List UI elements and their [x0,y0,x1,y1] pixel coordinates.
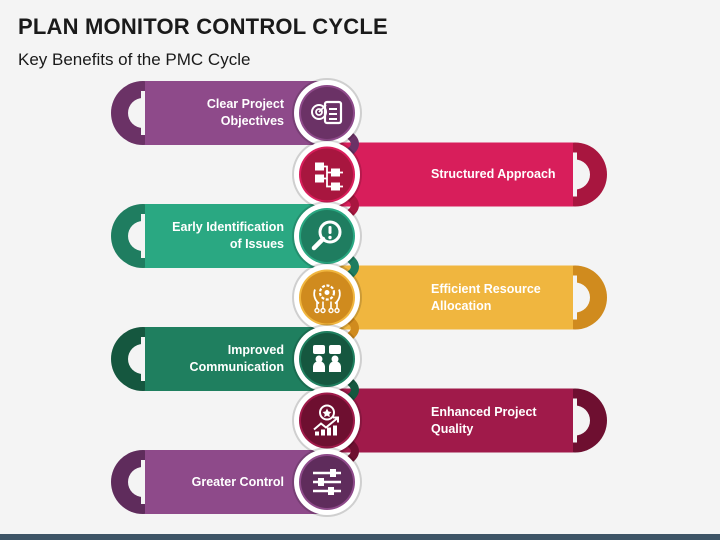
step-connector [346,439,359,464]
step-label-line: Early Identification [172,220,284,234]
step-label-line: Communication [189,360,284,374]
step-label-line: Clear Project [206,97,284,111]
step-connector [346,254,359,279]
step-icon-circle [292,447,362,517]
step-icon-circle [292,201,362,271]
quality-chart-icon [313,404,339,436]
step-band [111,204,329,268]
step-label-line: Objectives [220,114,284,128]
step-band [327,265,607,330]
step-label-line: Greater Control [191,474,284,489]
resource-gear-icon [313,284,341,314]
step-icon-circle [292,139,362,210]
step-icon-circle [292,262,362,333]
step-label-text: Early Identification of Issues [172,219,284,253]
step-label-line: Quality [431,421,474,436]
step-band [111,327,329,391]
target-checklist-icon [311,100,343,125]
footer-bar [0,534,720,540]
step-label: Early Identification of Issues [150,204,284,268]
sliders-icon [313,469,341,495]
structure-flow-icon [315,162,343,191]
step-label-line: of Issues [229,237,284,251]
step-label-text: Structured Approach [431,166,556,183]
step-label-line: Improved [227,343,284,357]
step-label: Greater Control [150,450,284,514]
slide-title: PLAN MONITOR CONTROL CYCLE [18,14,388,39]
step-label-line: Allocation [431,298,492,313]
magnifier-alert-icon [311,220,342,251]
step-connector [346,377,359,402]
people-chat-icon [313,345,341,372]
step-icon-circle [292,385,362,456]
step-connector [346,193,359,218]
step-icon-circle [292,78,362,148]
step-band [327,388,607,453]
step-label-line: Efficient Resource [431,281,541,296]
step-label-line: Structured Approach [431,167,556,181]
step-icon-circle [292,324,362,394]
step-connector [346,131,359,156]
step-connector [346,316,359,341]
slide-subtitle: Key Benefits of the PMC Cycle [18,50,251,69]
step-label-text: Greater Control [192,474,284,491]
step-label: Structured Approach [431,143,567,207]
step-label-line: Enhanced Project [431,404,537,419]
step-band [327,142,607,207]
